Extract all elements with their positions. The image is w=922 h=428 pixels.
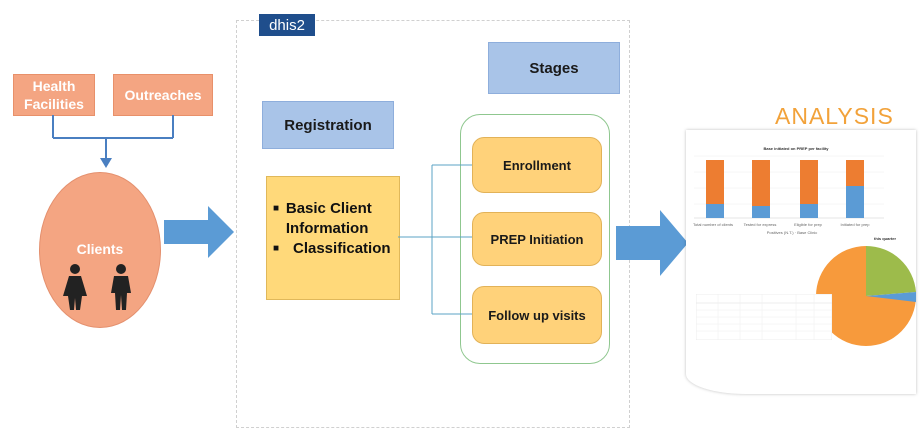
registration-details: ■Basic Client Information ■Classificatio… xyxy=(266,176,400,300)
pie-title: this quarter xyxy=(874,236,897,241)
pie-chart xyxy=(816,245,916,346)
dhis2-logo: dhis2 xyxy=(259,14,315,36)
flow-arrow-right xyxy=(164,206,234,258)
dhis2-logo-text: dhis2 xyxy=(269,16,305,34)
bar-3-bottom xyxy=(800,204,818,218)
category-label-4: Initiated for prep xyxy=(840,222,870,227)
bar-1-top xyxy=(706,160,724,204)
stage-connectors xyxy=(398,164,472,315)
person-woman-icon xyxy=(63,264,87,310)
stage-prep-initiation: PREP Initiation xyxy=(472,212,602,266)
bar-4-bottom xyxy=(846,186,864,218)
bar-legend: Positives (N.T.) · Base Clinic xyxy=(766,230,818,235)
bar-chart-title: Base initiated on PREP per facility xyxy=(763,146,829,151)
clients-node: Clients xyxy=(39,172,161,328)
data-table xyxy=(695,293,833,341)
source-connectors xyxy=(52,115,174,168)
registration-header: Registration xyxy=(262,101,394,149)
bar-4-top xyxy=(846,160,864,186)
health-facilities-box: Health Facilities xyxy=(13,74,95,116)
clients-label: Clients xyxy=(76,241,124,257)
bar-chart xyxy=(694,155,884,219)
stage-enrollment: Enrollment xyxy=(472,137,602,193)
category-label-2: Tested for express xyxy=(743,222,777,227)
bar-2-top xyxy=(752,160,770,206)
outreaches-box: Outreaches xyxy=(113,74,213,116)
category-label-1: Total number of clients xyxy=(692,222,734,227)
bar-3-top xyxy=(800,160,818,204)
stages-header: Stages xyxy=(488,42,620,94)
bar-2-bottom xyxy=(752,206,770,218)
flow-arrow-to-analysis xyxy=(616,210,688,276)
registration-bullet-1: ■Basic Client Information xyxy=(273,200,372,237)
category-label-3: Eligible for prep xyxy=(794,222,822,227)
person-man-icon xyxy=(111,264,131,310)
stage-follow-up-visits: Follow up visits xyxy=(472,286,602,344)
bar-1-bottom xyxy=(706,204,724,218)
analysis-title: ANALYSIS xyxy=(775,103,894,129)
stages-container xyxy=(460,114,610,364)
analysis-report: Base initiated on PREP per facility Tota… xyxy=(686,130,916,394)
registration-bullet-2: ■Classification xyxy=(273,240,391,257)
